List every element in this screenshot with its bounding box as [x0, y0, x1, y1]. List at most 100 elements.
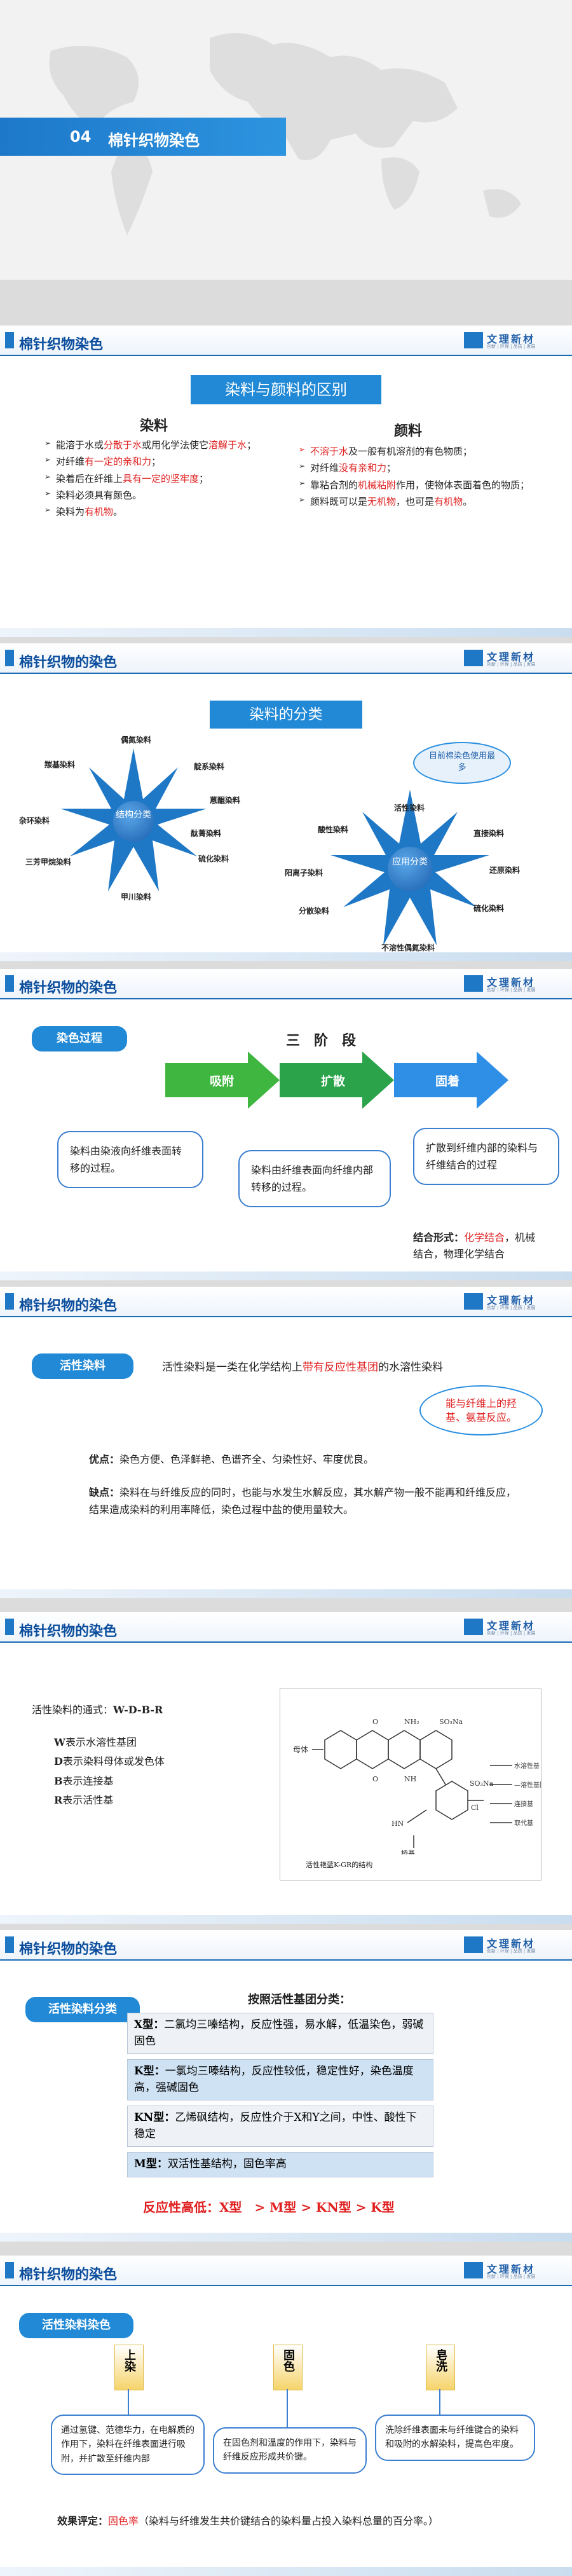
desc-fixation: 扩散到纤维内部的染料与纤维结合的过程: [413, 1128, 559, 1186]
pigment-item: 不溶于水及一般有机溶剂的有色物质；: [299, 443, 534, 460]
desc-soaping: 洗除纤维表面未与纤维键合的染料和吸附的水解染料，提高色牢度。: [375, 2415, 535, 2461]
dye-item: 染料为有机物。: [44, 504, 273, 520]
app-label: 分散染料: [299, 907, 330, 915]
slide-header: 棉针织物的染色 文理新材创新 | 环保 | 品质 | 发展: [0, 2256, 572, 2286]
reactivity-summary: 反应性高低：X型 > M型 > KN型 > K型: [143, 2200, 395, 2215]
slide-header: 棉针织物的染色 文理新材创新 | 环保 | 品质 | 发展: [0, 969, 572, 999]
svg-text:SO₃Na: SO₃Na: [439, 1718, 463, 1726]
slide-header: 棉针织物的染色 文理新材创新 | 环保 | 品质 | 发展: [0, 1287, 572, 1317]
formula-legend: W表示水溶性基团 D表示染料母体或发色体 B表示连接基 R表示活性基: [54, 1733, 165, 1811]
world-map-background: [49, 33, 521, 235]
slide-reactive-formula: 棉针织物的染色 文理新材创新 | 环保 | 品质 | 发展 活性染料的通式：W-…: [0, 1612, 572, 1924]
app-label: 酸性染料: [318, 825, 349, 834]
types-title: 按照活性基团分类：: [248, 1993, 351, 2006]
struct-label: 三芳甲烷染料: [25, 858, 72, 867]
legend-item: D表示染料母体或发色体: [54, 1755, 165, 1768]
legend-item: R表示活性基: [54, 1794, 114, 1807]
logo-icon: [464, 1619, 483, 1635]
slide-reactive-dye: 棉针织物的染色 文理新材创新 | 环保 | 品质 | 发展 活性染料 活性染料是…: [0, 1287, 572, 1598]
step-soaping: 皂洗: [426, 2345, 455, 2390]
app-label: 阳离子染料: [285, 868, 323, 877]
type-row-m: M型：双活性基结构，固色率高: [127, 2152, 433, 2177]
slide-dye-classification: 棉针织物的染色 文理新材创新 | 环保 | 品质 | 发展 染料的分类 结构分类…: [0, 643, 572, 961]
svg-text:Cl: Cl: [471, 1804, 479, 1812]
struct-label: 甲川染料: [121, 893, 152, 901]
bond-forms: 结合形式：化学结合，机械结合，物理化学结合: [413, 1231, 536, 1260]
molecule-structure: O NH₂ SO₃Na O NH SO₃Na Cl HN 母体 水溶性基 —溶性…: [293, 1718, 541, 1854]
app-label: 还原染料: [489, 866, 521, 875]
section-box: 染料与颜料的区别: [191, 375, 381, 404]
section-tag: 活性染料分类: [25, 1997, 140, 2022]
callout-cloud: 目前棉染色使用最多: [413, 742, 511, 784]
slide-dyeing-process: 棉针织物的染色 文理新材创新 | 环保 | 品质 | 发展 染色过程 三 阶 段…: [0, 969, 572, 1280]
disadvantages: 缺点：染料在与纤维反应的同时，也能与水发生水解反应，其水解产物一般不能再和纤维反…: [89, 1486, 517, 1516]
dye-list: 能溶于水或分散于水或用化学法使它溶解于水； 对纤维有一定的亲和力； 染着后在纤维…: [44, 437, 273, 520]
section-tag: 活性染料染色: [19, 2313, 133, 2338]
advantages: 优点：染色方便、色泽鲜艳、色谱齐全、匀染性好、牢度优良。: [89, 1453, 374, 1465]
dye-title: 染料: [140, 418, 168, 434]
brand-logo: 文理新材创新 | 环保 | 品质 | 发展: [464, 331, 553, 351]
svg-text:O: O: [372, 1718, 378, 1726]
svg-text:母体: 母体: [293, 1745, 308, 1754]
logo-icon: [464, 650, 483, 666]
stage-diffusion: 扩散: [321, 1074, 346, 1088]
pigment-title: 颜料: [394, 423, 423, 439]
slide-header: 棉针织物染色 文理新材创新 | 环保 | 品质 | 发展: [0, 325, 572, 356]
slide-header: 棉针织物的染色 文理新材创新 | 环保 | 品质 | 发展: [0, 1612, 572, 1643]
struct-label: 羰基染料: [44, 760, 76, 769]
slide-footer: [0, 1915, 572, 1924]
slide-footer: [0, 1589, 572, 1598]
header-accent: [5, 1936, 14, 1953]
brand-logo: 文理新材创新 | 环保 | 品质 | 发展: [464, 1935, 553, 1956]
brand-logo: 文理新材创新 | 环保 | 品质 | 发展: [464, 2261, 553, 2281]
header-title: 棉针织物染色: [19, 337, 104, 353]
cover-number: 04: [70, 128, 92, 146]
dye-item: 能溶于水或分散于水或用化学法使它溶解于水；: [44, 437, 273, 453]
step-connectors: [128, 2389, 440, 2427]
app-label: 直接染料: [473, 829, 505, 838]
header-accent: [5, 975, 14, 992]
logo-icon: [464, 1936, 483, 1953]
formula-line: 活性染料的通式：W-D-B-R: [32, 1704, 163, 1716]
svg-text:SO₃Na: SO₃Na: [470, 1779, 494, 1788]
desc-fixing: 在固色剂和温度的作用下，染料与纤维反应形成共价键。: [213, 2427, 367, 2474]
header-title: 棉针织物的染色: [19, 655, 118, 671]
stage-adsorption: 吸附: [210, 1074, 235, 1088]
slide-dye-vs-pigment: 棉针织物染色 文理新材创新 | 环保 | 品质 | 发展 染料与颜料的区别 染料…: [0, 325, 572, 637]
stage-fixation: 固着: [435, 1074, 460, 1088]
brand-logo: 文理新材创新 | 环保 | 品质 | 发展: [464, 1617, 553, 1638]
logo-icon: [464, 975, 483, 992]
struct-label: 硫化染料: [198, 854, 229, 863]
struct-label: 偶氮染料: [121, 736, 152, 744]
struct-label: 蒽醌染料: [210, 796, 241, 805]
slide-footer: [0, 2567, 572, 2576]
header-title: 棉针织物的染色: [19, 1298, 118, 1314]
slide-footer: [0, 2233, 572, 2242]
stages-title: 三 阶 段: [286, 1032, 357, 1049]
logo-icon: [464, 332, 483, 348]
pigment-item: 靠粘合剂的机械粘附作用，使物体表面着色的物质；: [299, 477, 534, 493]
evaluation: 效果评定：固色率（染料与纤维发生共价键结合的染料量占投入染料总量的百分率。）: [57, 2515, 439, 2527]
desc-adsorption: 染料由染液向纤维表面转移的过程。: [57, 1131, 203, 1189]
brand-logo: 文理新材创新 | 环保 | 品质 | 发展: [464, 1292, 553, 1312]
dye-item: 染着后在纤维上具有一定的坚牢度；: [44, 470, 273, 487]
legend-item: W表示水溶性基团: [54, 1736, 137, 1748]
app-label: 不溶性偶氮染料: [381, 943, 435, 952]
dye-item: 染料必须具有颜色。: [44, 487, 273, 504]
desc-dyeing: 通过氢键、范德华力，在电解质的作用下，染料在纤维表面进行吸附，并扩散至纤维内部: [51, 2415, 205, 2476]
header-accent: [5, 332, 14, 348]
app-label: 活性染料: [394, 804, 425, 812]
section-box: 染料的分类: [210, 701, 362, 729]
pigment-list: 不溶于水及一般有机溶剂的有色物质； 对纤维没有亲和力； 靠粘合剂的机械粘附作用，…: [299, 443, 534, 510]
brand-logo: 文理新材创新 | 环保 | 品质 | 发展: [464, 648, 553, 669]
svg-text:—溶性基团: —溶性基团: [514, 1781, 541, 1789]
structure-figure: O NH₂ SO₃Na O NH SO₃Na Cl HN 母体 水溶性基 —溶性…: [280, 1689, 541, 1881]
header-title: 棉针织物的染色: [19, 1624, 118, 1640]
structure-center: 结构分类: [113, 801, 154, 842]
logo-icon: [464, 2262, 483, 2278]
section-tag: 活性染料: [32, 1353, 133, 1379]
struct-label: 酞菁染料: [191, 829, 222, 838]
svg-text:HN: HN: [392, 1819, 404, 1828]
callout-cloud: 能与纤维上的羟基、氨基反应。: [419, 1385, 543, 1435]
slide-header: 棉针织物的染色 文理新材创新 | 环保 | 品质 | 发展: [0, 643, 572, 674]
